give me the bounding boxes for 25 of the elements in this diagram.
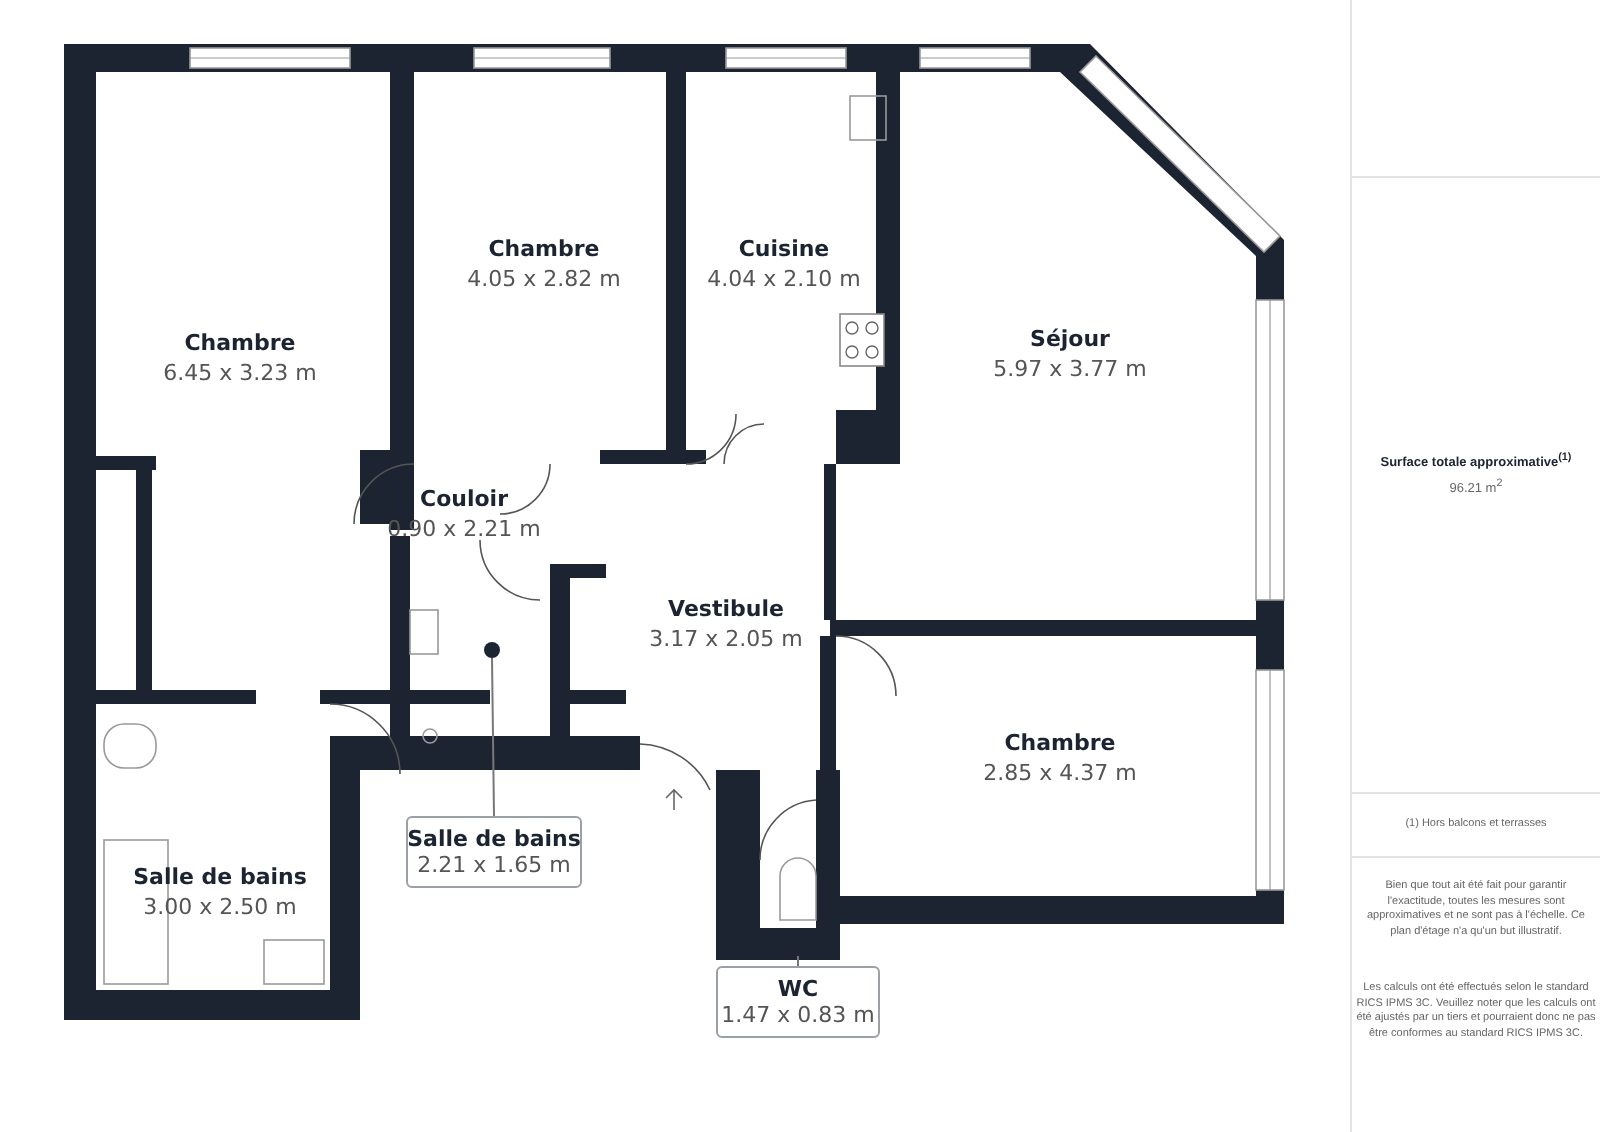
room-dimensions: 1.47 x 0.83 m <box>721 1002 875 1028</box>
room-name: Cuisine <box>738 236 830 262</box>
room-name: Salle de bains <box>407 826 581 852</box>
room-dimensions: 6.45 x 3.23 m <box>163 360 317 386</box>
room-name: WC <box>777 976 819 1002</box>
room-dimensions: 2.21 x 1.65 m <box>417 852 571 878</box>
room-name: Couloir <box>420 486 508 512</box>
room-name: Chambre <box>1004 730 1116 756</box>
room-name: Vestibule <box>668 596 784 622</box>
room-name: Salle de bains <box>133 864 307 890</box>
room-dimensions: 0.90 x 2.21 m <box>387 516 541 542</box>
room-name: Chambre <box>488 236 600 262</box>
room-callout <box>716 966 880 1038</box>
room-dimensions: 3.00 x 2.50 m <box>143 894 297 920</box>
room-dimensions: 4.04 x 2.10 m <box>707 266 861 292</box>
room-name: Séjour <box>1030 326 1110 352</box>
marker-dot <box>484 642 500 658</box>
room-callout <box>406 816 582 888</box>
room-name: Chambre <box>184 330 296 356</box>
room-dimensions: 4.05 x 2.82 m <box>467 266 621 292</box>
room-dimensions: 2.85 x 4.37 m <box>983 760 1137 786</box>
leader-line <box>797 955 799 967</box>
room-dimensions: 3.17 x 2.05 m <box>649 626 803 652</box>
leader-line <box>491 657 495 817</box>
room-dimensions: 5.97 x 3.77 m <box>993 356 1147 382</box>
